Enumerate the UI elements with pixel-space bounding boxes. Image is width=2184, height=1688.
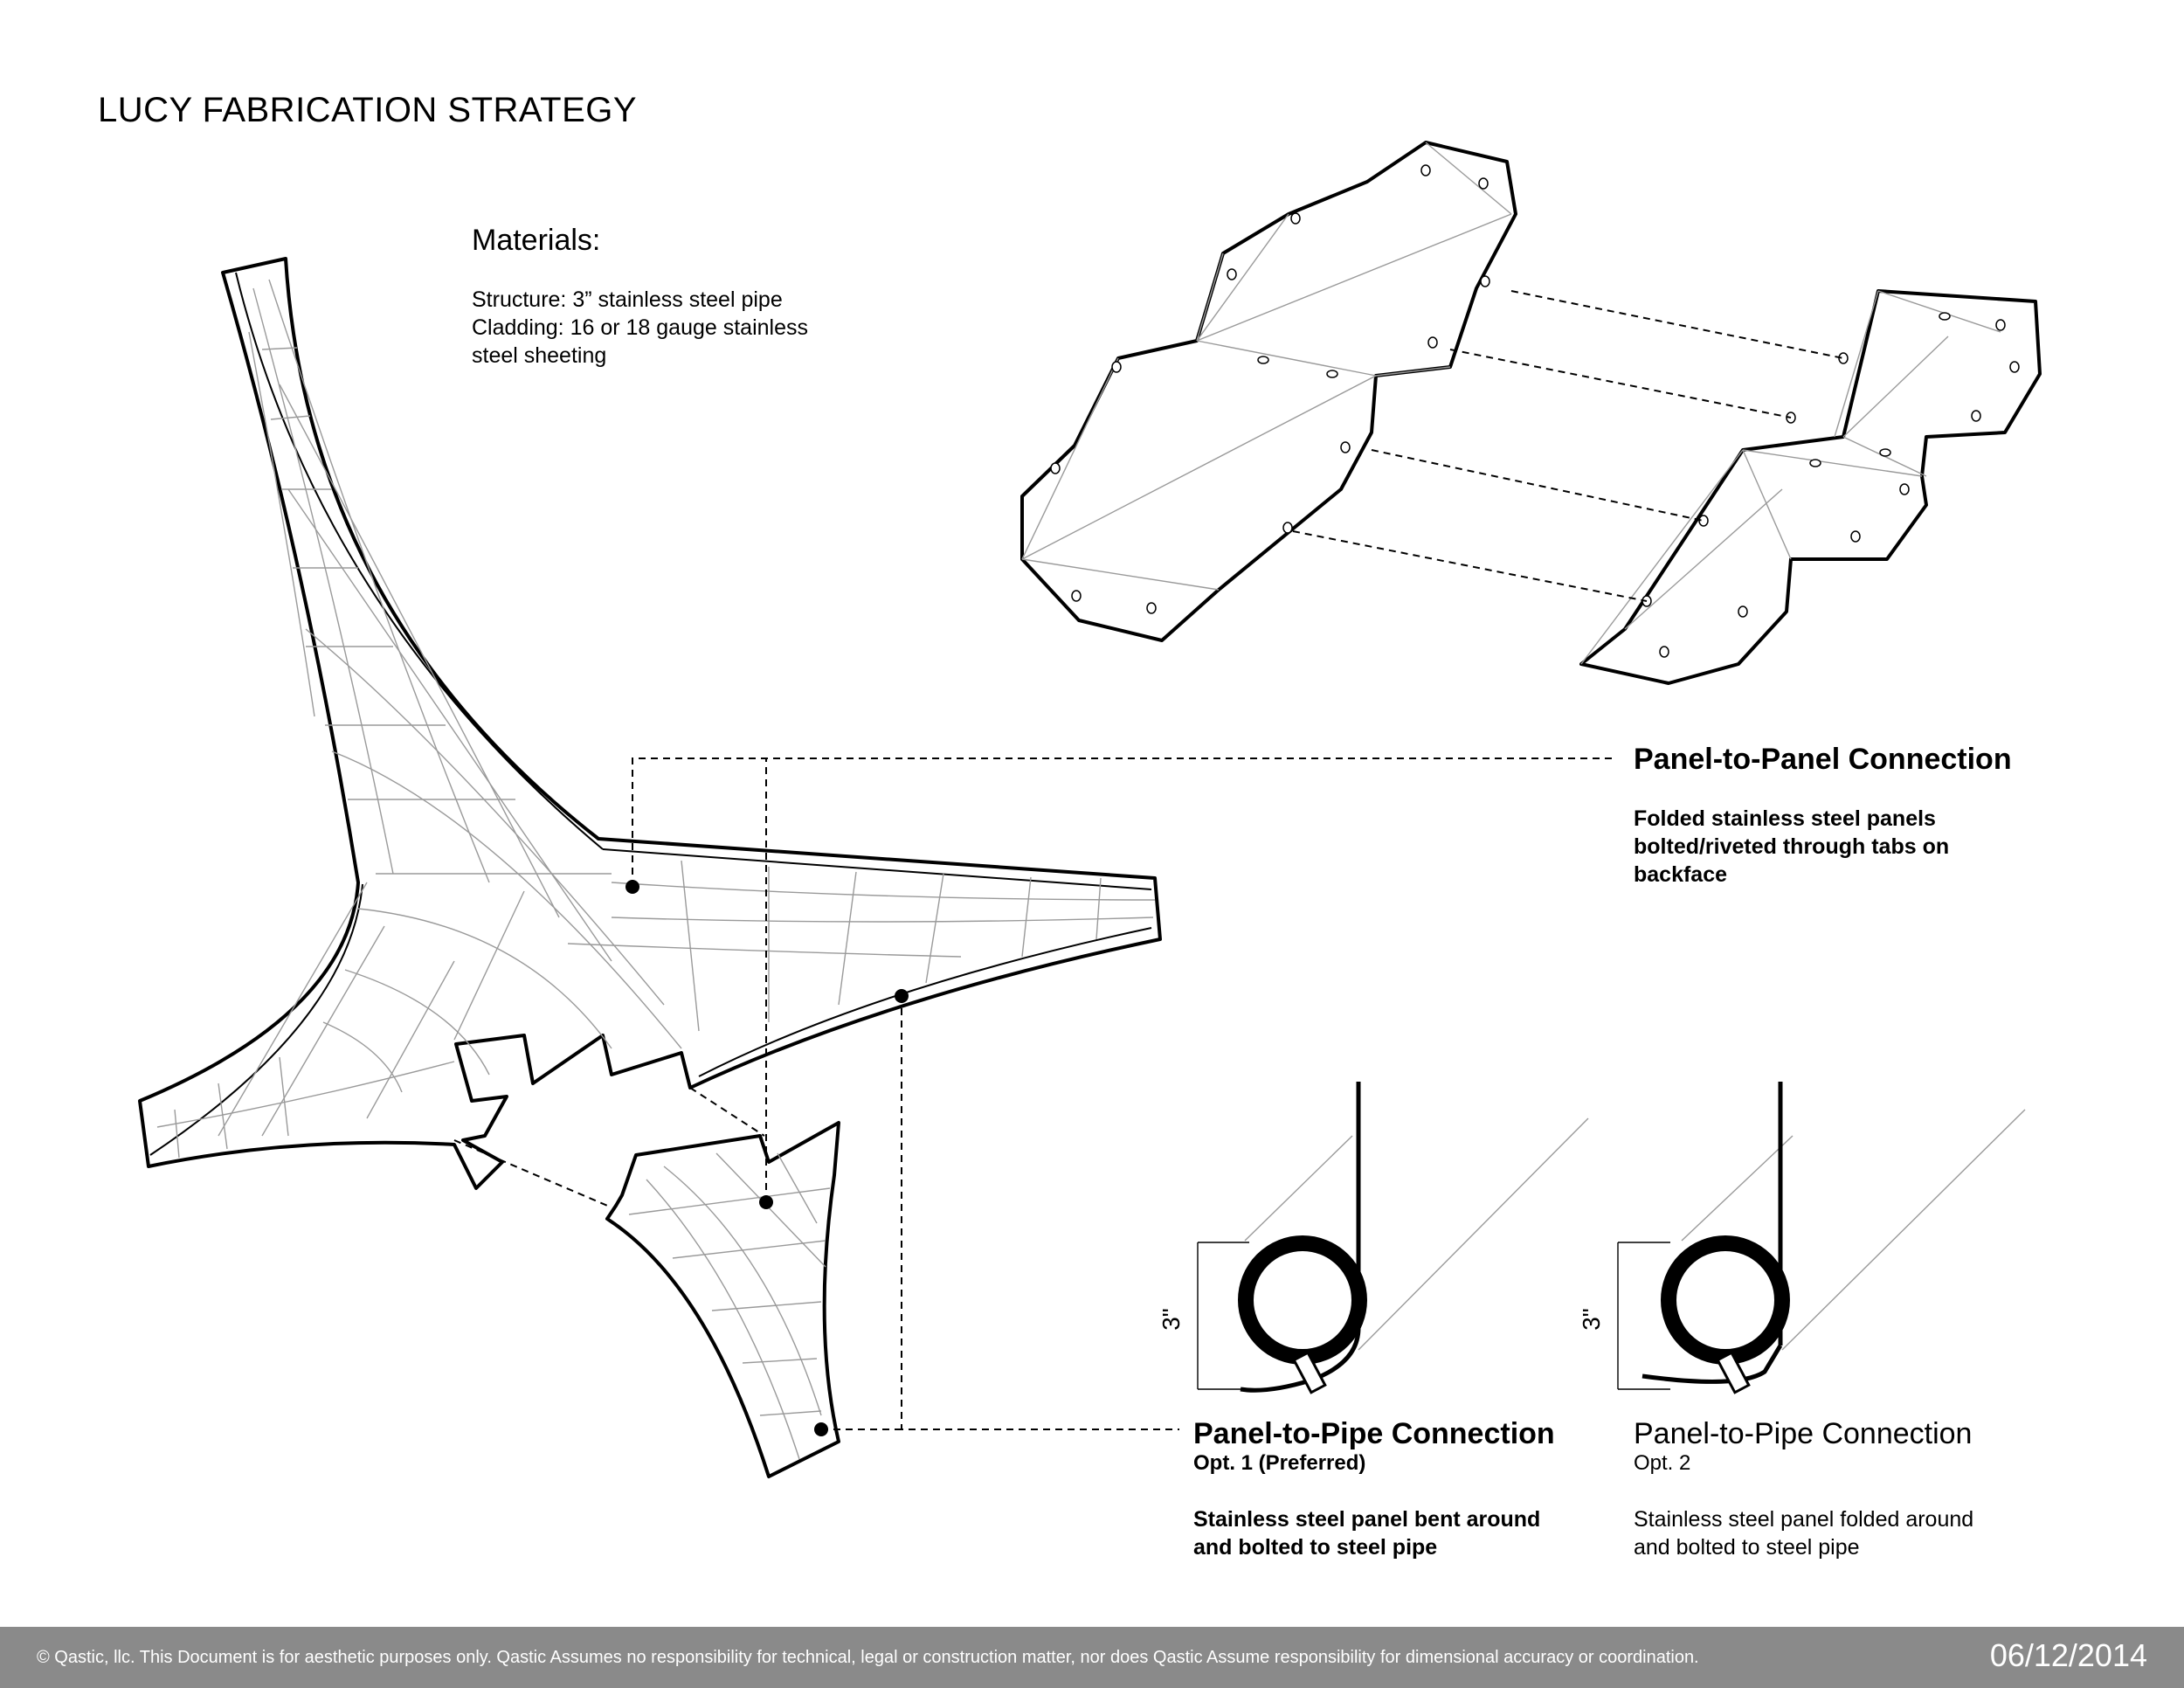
panel-left [1020,141,1517,642]
pipe-section [1661,1235,1790,1365]
sculpture-lower-body [605,1121,840,1478]
materials-heading: Materials: [472,224,601,257]
panel-to-panel-callout: Panel-to-Panel Connection Folded stainle… [1634,743,2088,889]
panel-right [1579,289,2042,685]
footer-date: 06/12/2014 [1989,1637,2147,1673]
footer-disclaimer: © Qastic, llc. This Document is for aest… [37,1648,1699,1667]
dimension-label-option-1: 3" [1158,1308,1185,1331]
materials-line: Cladding: 16 or 18 gauge stainless [472,315,808,340]
panel-to-panel-description: Folded stainless steel panels bolted/riv… [1634,805,2088,889]
description-line: Stainless steel panel folded around [1634,1507,1974,1532]
sculpture-plan [138,257,1162,1478]
panel-to-panel-title: Panel-to-Panel Connection [1634,743,2012,776]
materials-line: steel sheeting [472,343,607,368]
description-line: backface [1634,862,1728,887]
pipe-detail-option-1 [1197,1082,1589,1394]
pipe-option-2-subtitle: Opt. 2 [1634,1451,1691,1475]
pipe-option-1-subtitle: Opt. 1 (Preferred) [1193,1451,1366,1475]
description-line: bolted/riveted through tabs on [1634,834,1950,859]
dimension-label-option-2: 3" [1578,1308,1605,1331]
materials-list: Structure: 3” stainless steel pipe Cladd… [472,286,882,370]
page-title: LUCY FABRICATION STRATEGY [98,91,638,129]
panel-to-pipe-option-2-callout: Panel-to-Pipe Connection Opt. 2 Stainles… [1634,1417,2088,1561]
leader-line-panel-to-panel [632,758,1616,887]
description-line: and bolted to steel pipe [1634,1535,1860,1560]
pipe-detail-option-2 [1617,1082,2026,1394]
pipe-option-1-description: Stainless steel panel bent around and bo… [1193,1505,1648,1561]
pipe-option-2-title: Panel-to-Pipe Connection [1634,1417,1973,1450]
sculpture-upper-body [138,257,1162,1190]
fabrication-drawing: 3" 3" [138,141,2042,1478]
materials-line: Structure: 3” stainless steel pipe [472,287,783,312]
pipe-section [1238,1235,1367,1365]
folded-panels-exploded [1020,141,2042,685]
panel-to-pipe-option-1-callout: Panel-to-Pipe Connection Opt. 1 (Preferr… [1193,1417,1648,1561]
leader-line-panel-to-pipe [901,996,1179,1430]
pipe-option-2-description: Stainless steel panel folded around and … [1634,1505,2088,1561]
description-line: Folded stainless steel panels [1634,806,1936,831]
pipe-option-1-title: Panel-to-Pipe Connection [1193,1417,1555,1450]
description-line: Stainless steel panel bent around [1193,1507,1541,1532]
description-line: and bolted to steel pipe [1193,1535,1438,1560]
footer-bar: © Qastic, llc. This Document is for aest… [0,1627,2184,1688]
